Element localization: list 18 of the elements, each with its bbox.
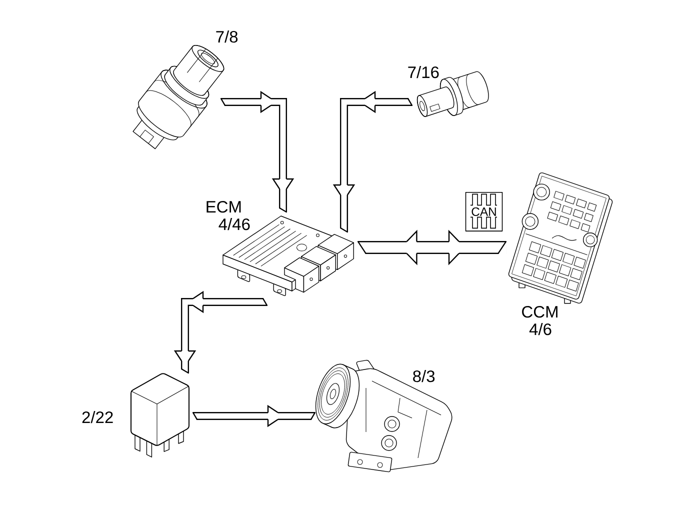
part-label: 2/22 [82, 411, 113, 424]
hollow-arrow [220, 90, 294, 213]
bus-label: CAN [465, 192, 503, 232]
part-label: 4/6 [529, 323, 552, 336]
control-panel [508, 172, 613, 304]
hollow-arrow [332, 90, 413, 233]
part-label: 4/46 [218, 218, 250, 230]
hollow-arrow [174, 290, 268, 374]
part-label: 8/3 [413, 370, 435, 382]
part-label: 7/16 [408, 66, 439, 78]
part-label: CCM [522, 306, 558, 318]
pressure-sensor [132, 45, 224, 150]
hollow-arrow [357, 230, 507, 266]
hollow-arrow [192, 404, 316, 428]
relay [130, 373, 190, 458]
compressor [316, 360, 452, 472]
part-label: 7/8 [216, 30, 238, 43]
part-label: ECM [206, 200, 241, 213]
